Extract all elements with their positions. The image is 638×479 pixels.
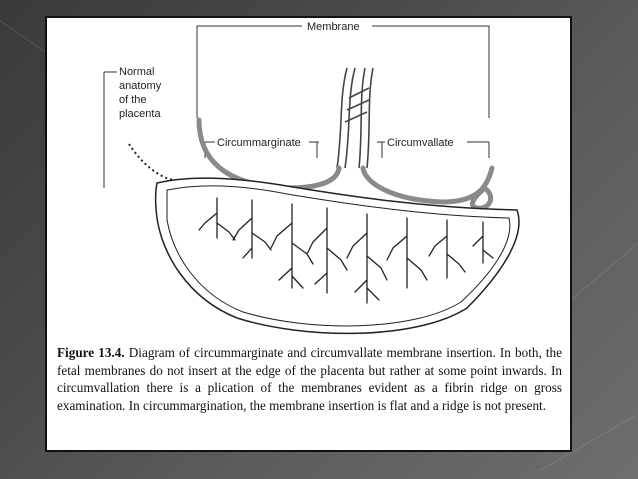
villous-trees <box>198 197 494 304</box>
circumvallate-label: Circumvallate <box>387 137 454 149</box>
normal-anatomy-label-line1: Normal <box>119 66 154 78</box>
figure-frame: Membrane Normal anatomy of the placenta … <box>45 16 572 452</box>
membrane-label: Membrane <box>307 21 360 33</box>
placenta-diagram: Membrane Normal anatomy of the placenta … <box>103 21 520 335</box>
umbilical-cord <box>336 67 374 169</box>
normal-anatomy-label-line2: anatomy <box>119 80 162 92</box>
figure-caption: Figure 13.4. Diagram of circummarginate … <box>57 344 562 414</box>
figure-caption-text: Diagram of circummarginate and circumval… <box>57 345 562 413</box>
membrane-bracket <box>103 25 490 188</box>
background-decor-line <box>570 242 638 301</box>
placenta-body <box>154 177 520 335</box>
normal-anatomy-label-line3: of the <box>119 94 147 106</box>
circummarginate-label: Circummarginate <box>217 137 301 149</box>
normal-anatomy-label-line4: placenta <box>119 108 161 120</box>
normal-anatomy-dotted-line <box>128 143 216 182</box>
figure-caption-label: Figure 13.4. <box>57 345 125 360</box>
